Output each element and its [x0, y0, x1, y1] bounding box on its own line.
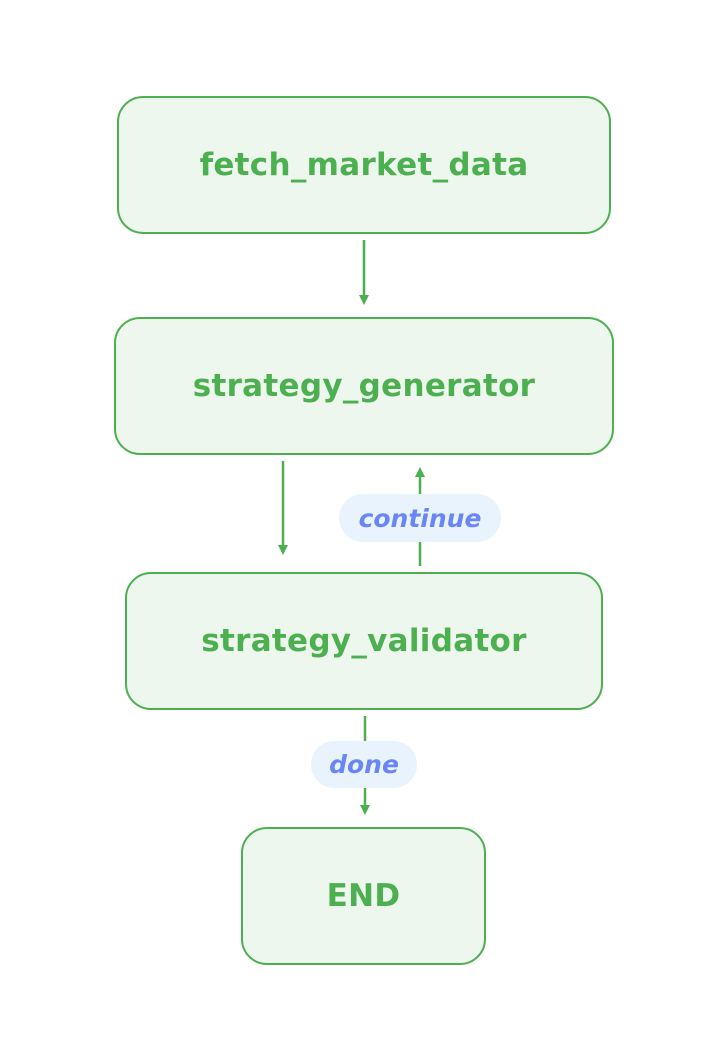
edge-label-text: continue	[358, 503, 482, 533]
node-fetch-market-data: fetch_market_data	[117, 96, 611, 234]
node-label: strategy_validator	[201, 623, 527, 659]
node-strategy-validator: strategy_validator	[125, 572, 603, 710]
node-label: strategy_generator	[192, 368, 536, 404]
node-label: fetch_market_data	[199, 147, 529, 183]
edge-label-continue: continue	[339, 494, 501, 542]
node-end: END	[241, 827, 486, 965]
edge-label-text: done	[329, 750, 399, 779]
edge-label-done: done	[311, 741, 417, 788]
node-strategy-generator: strategy_generator	[114, 317, 614, 455]
node-label: END	[326, 878, 401, 914]
